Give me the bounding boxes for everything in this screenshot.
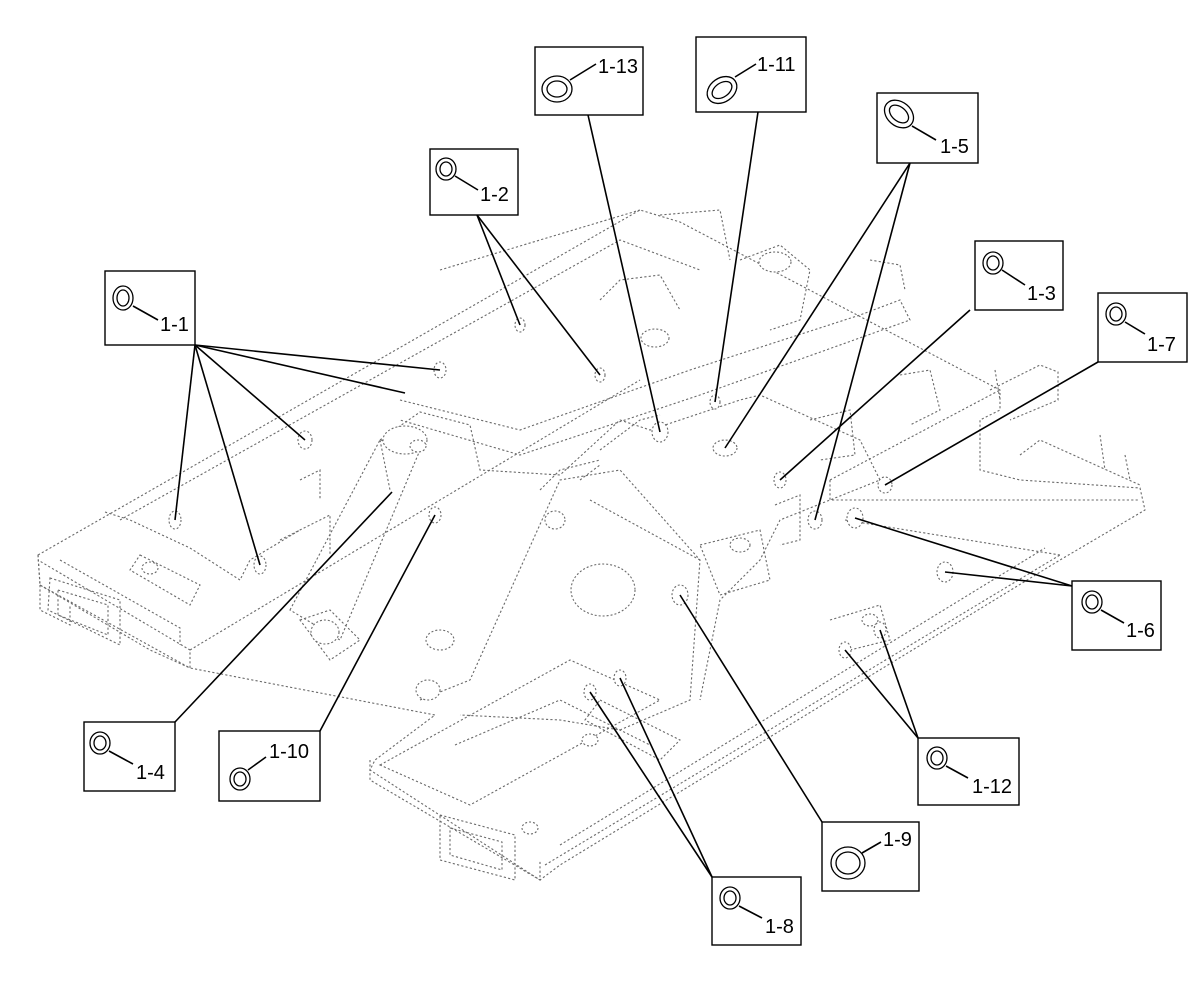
callout-label: 1-2 (480, 184, 509, 206)
seal-ring-icon (229, 767, 251, 791)
callout-label: 1-13 (598, 56, 638, 78)
callout-1-5[interactable]: 1-5 (876, 92, 979, 164)
callout-1-13[interactable]: 1-13 (534, 46, 644, 116)
callout-1-12[interactable]: 1-12 (917, 737, 1020, 806)
callout-label: 1-11 (757, 54, 796, 76)
callout-1-7[interactable]: 1-7 (1097, 292, 1188, 363)
leader-lines (174, 111, 1099, 878)
oval-seal-ring-icon (706, 75, 738, 105)
callout-label: 1-1 (160, 314, 189, 336)
callout-1-6[interactable]: 1-6 (1071, 580, 1162, 651)
callout-1-3[interactable]: 1-3 (974, 240, 1064, 311)
seal-ring-icon (1105, 302, 1127, 326)
callout-1-1[interactable]: 1-1 (104, 270, 196, 346)
callout-label: 1-7 (1147, 334, 1176, 356)
callout-1-2[interactable]: 1-2 (429, 148, 519, 216)
large-seal-ring-icon (541, 75, 573, 103)
callout-1-11[interactable]: 1-11 (695, 36, 807, 113)
seal-ring-icon (982, 251, 1004, 275)
callout-1-8[interactable]: 1-8 (711, 876, 802, 946)
callout-label: 1-5 (940, 136, 969, 158)
callout-label: 1-4 (136, 762, 165, 784)
oval-seal-ring-icon (883, 99, 915, 129)
callout-1-10[interactable]: 1-10 (218, 730, 321, 802)
callout-label: 1-9 (883, 829, 912, 851)
callout-label: 1-3 (1027, 283, 1056, 305)
callout-1-4[interactable]: 1-4 (83, 721, 176, 792)
seal-ring-icon (112, 285, 134, 311)
callout-label: 1-12 (972, 776, 1012, 798)
seal-ring-icon (1081, 590, 1103, 614)
callout-label: 1-6 (1126, 620, 1155, 642)
seal-ring-icon (719, 886, 741, 910)
callout-label: 1-8 (765, 916, 794, 938)
callout-label: 1-10 (269, 741, 309, 763)
seal-ring-icon (435, 157, 457, 181)
seal-ring-icon (926, 746, 948, 770)
callout-1-9[interactable]: 1-9 (821, 821, 920, 892)
large-seal-ring-icon (830, 846, 866, 880)
seal-ring-icon (89, 731, 111, 755)
